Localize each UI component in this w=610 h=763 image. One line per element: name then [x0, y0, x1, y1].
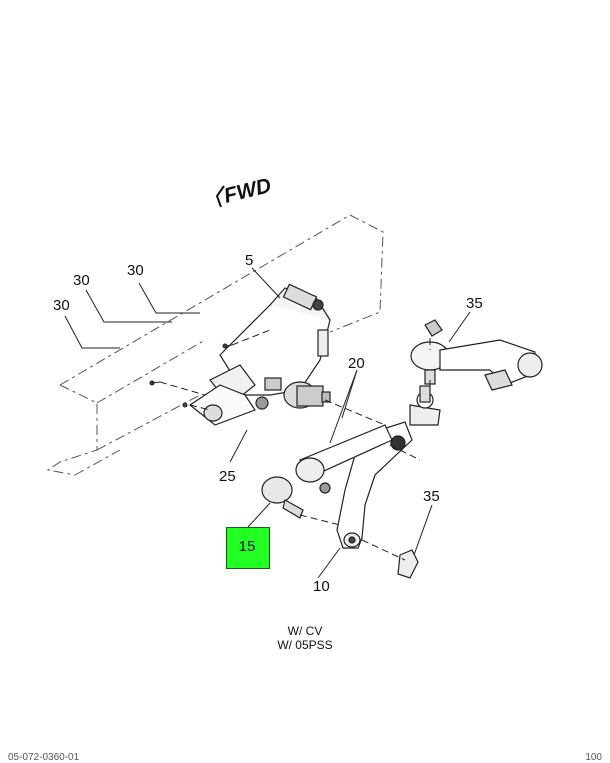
- caption-line-1: W/ CV: [287, 624, 323, 638]
- steering-gear: [188, 283, 331, 426]
- footer-part-number: 05-072-0360-01: [8, 752, 80, 763]
- fastener-pins: [149, 343, 233, 408]
- drag-link: [295, 385, 441, 494]
- castle-nut: [397, 549, 419, 579]
- ball-stud: [261, 476, 304, 519]
- pitman-arm: [336, 421, 413, 549]
- callout-30-left: 30: [53, 297, 70, 314]
- caption-line-2: W/ 05PSS: [277, 638, 333, 652]
- callout-35-lower: 35: [423, 488, 440, 505]
- callout-25: 25: [219, 468, 236, 485]
- callout-20: 20: [348, 355, 365, 372]
- callout-5: 5: [245, 252, 253, 269]
- callout-10: 10: [313, 578, 330, 595]
- callout-15: 15: [238, 538, 256, 555]
- callout-35-upper: 35: [466, 295, 483, 312]
- frame-rail: [46, 214, 384, 476]
- callout-30-top-left: 30: [73, 272, 90, 289]
- fwd-arrow-icon: [215, 185, 225, 208]
- callout-30-top-right: 30: [127, 262, 144, 279]
- highlighted-part-box[interactable]: [226, 527, 270, 569]
- fwd-label: FWD: [222, 174, 274, 208]
- tie-rod-end: [410, 319, 543, 391]
- footer-page-number: 100: [585, 752, 602, 763]
- leader-lines: [64, 267, 471, 579]
- assembly-lines: [159, 329, 431, 561]
